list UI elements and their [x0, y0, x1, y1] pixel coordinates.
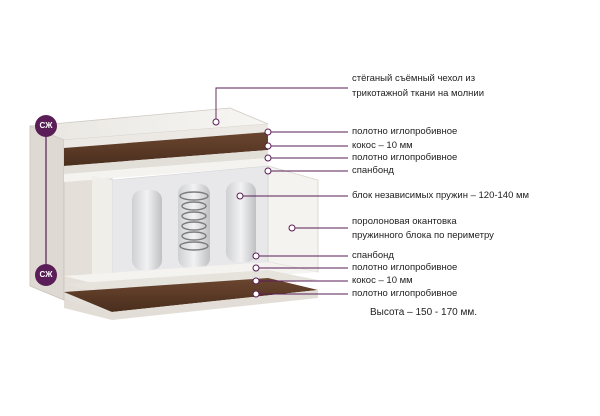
layer-coconut-top — [64, 132, 268, 166]
label-springs: блок независимых пружин – 120-140 мм — [352, 190, 530, 201]
leader-dot — [264, 167, 272, 175]
label-felt-top-1: полотно иглопробивное — [352, 126, 458, 137]
label-coconut-top: кокос – 10 мм — [352, 140, 413, 151]
foam-edge-front — [92, 176, 112, 278]
leader-dot — [264, 154, 272, 162]
spring-pocket — [178, 184, 210, 268]
label-spunbond-bottom: спанбонд — [352, 250, 394, 261]
leader-dot — [252, 264, 260, 272]
label-felt-top-2: полотно иглопробивное — [352, 152, 458, 163]
label-cover-line1: стёганый съёмный чехол из — [352, 73, 476, 84]
leader-dots — [212, 118, 296, 298]
label-spunbond-top: спанбонд — [352, 165, 394, 176]
leader-dot — [264, 142, 272, 150]
label-felt-bottom-1: полотно иглопробивное — [352, 262, 458, 273]
layer-felt-top-2 — [64, 150, 268, 174]
leader-dot — [288, 224, 296, 232]
leader-dot — [252, 290, 260, 298]
layer-coconut-bottom — [64, 278, 318, 312]
leader-dot — [252, 252, 260, 260]
leader-dot — [264, 128, 272, 136]
leader-dot — [252, 277, 260, 285]
leader-cover — [215, 87, 348, 122]
label-cover-line2: трикотажной ткани на молнии — [352, 88, 485, 99]
badge-top: СЖ — [35, 115, 57, 137]
layer-felt-top-1 — [64, 124, 268, 148]
label-foam-line2: пружинного блока по периметру — [352, 230, 494, 241]
leader-dot — [236, 192, 244, 200]
label-coconut-bottom: кокос – 10 мм — [352, 275, 413, 286]
leader-lines — [45, 87, 348, 295]
layer-felt-bottom-2 — [64, 290, 318, 320]
spring-pocket — [226, 182, 256, 262]
leader-dot — [212, 118, 220, 126]
springs-group — [132, 182, 256, 270]
height-note: Высота – 150 - 170 мм. — [370, 307, 478, 318]
layer-spunbond-top — [64, 158, 268, 182]
spring-pocket — [132, 190, 162, 270]
label-felt-bottom-2: полотно иглопробивное — [352, 288, 458, 299]
label-foam-line1: поролоновая окантовка — [352, 216, 457, 227]
spring-coil — [179, 191, 209, 251]
badge-bottom: СЖ — [35, 264, 57, 286]
